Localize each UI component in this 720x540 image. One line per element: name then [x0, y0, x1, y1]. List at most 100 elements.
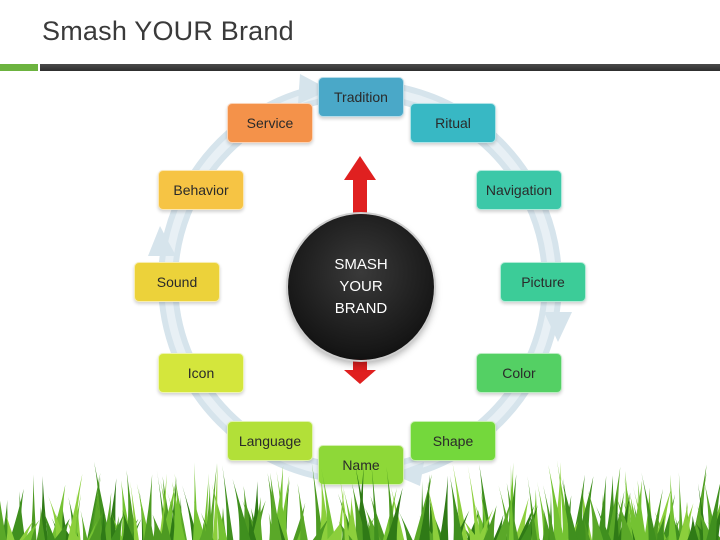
grass-blade: [16, 491, 26, 540]
grass-blade: [270, 472, 282, 540]
grass-blade: [222, 465, 234, 540]
grass-blade: [630, 479, 643, 540]
node-language: Language: [227, 421, 313, 461]
ring-arrowhead-top: [298, 74, 330, 104]
title-rule-accent: [0, 64, 38, 71]
node-shape: Shape: [410, 421, 496, 461]
grass-blade: [19, 520, 34, 540]
grass-blade: [48, 496, 66, 540]
node-service: Service: [227, 103, 313, 143]
grass-blade: [30, 474, 37, 540]
grass-blade: [339, 471, 350, 540]
grass-blade: [76, 492, 81, 540]
ring-arrowhead-right: [544, 312, 572, 342]
ring-arrowhead-left: [148, 226, 176, 256]
grass-blade: [42, 508, 56, 540]
center-label: SMASH YOUR BRAND: [334, 256, 388, 317]
grass-blade: [50, 484, 66, 540]
grass-decoration: [0, 460, 720, 540]
node-behavior: Behavior: [158, 170, 244, 210]
grass-blade: [620, 495, 626, 540]
grass-blade: [297, 483, 308, 540]
grass-blade: [498, 485, 513, 540]
arrowhead-up: [344, 156, 376, 180]
grass-blade: [207, 463, 217, 540]
node-sound: Sound: [134, 262, 220, 302]
grass-blade: [355, 465, 364, 540]
grass-blade: [480, 488, 491, 540]
grass-blade: [467, 465, 481, 540]
grass-blade: [394, 520, 403, 540]
slide-title: Smash YOUR Brand: [42, 16, 294, 46]
grass-blade: [371, 461, 380, 540]
grass-blade: [204, 483, 213, 540]
grass-blade: [152, 514, 165, 540]
grass-blade: [354, 460, 371, 540]
grass-blade: [175, 483, 187, 540]
node-picture: Picture: [500, 262, 586, 302]
grass-blade: [588, 490, 604, 540]
grass-blade: [89, 510, 103, 540]
grass-blade: [514, 497, 529, 540]
arrow-shaft-top: [353, 178, 367, 218]
grass-blade: [518, 505, 535, 540]
grass-blade: [321, 468, 336, 540]
grass-blade: [5, 513, 15, 540]
double-arrow: [344, 156, 376, 384]
grass-blade: [613, 490, 625, 540]
grass-blade: [543, 485, 556, 540]
grass-blade: [268, 512, 276, 540]
grass-blade: [247, 509, 257, 540]
grass-blade: [66, 521, 81, 540]
grass-blade: [365, 508, 381, 540]
grass-blade: [337, 488, 344, 540]
grass-blade: [641, 472, 657, 540]
grass-blade: [0, 500, 7, 540]
grass-blade: [351, 482, 367, 540]
grass-blade: [103, 492, 112, 540]
grass-blade: [709, 511, 720, 540]
ring-arrowhead-bottom: [392, 462, 424, 486]
grass-blade: [272, 465, 284, 540]
grass-blade: [426, 481, 440, 540]
grass-blade: [576, 476, 594, 540]
grass-blade: [160, 507, 172, 540]
grass-blade: [122, 510, 135, 540]
grass-blade: [520, 515, 534, 540]
grass-blade: [386, 487, 403, 540]
grass-blade: [687, 515, 699, 540]
grass-blade: [293, 502, 306, 540]
grass-blade: [661, 494, 676, 540]
grass-blade: [251, 496, 263, 540]
grass-blade: [398, 510, 413, 540]
grass-blade: [654, 514, 665, 540]
grass-blade: [54, 518, 70, 540]
node-icon: Icon: [158, 353, 244, 393]
grass-blade: [692, 472, 707, 540]
grass-blade: [147, 506, 154, 540]
arrow-shaft-bottom: [353, 356, 367, 372]
grass-blade: [1, 499, 9, 540]
grass-blade: [582, 515, 591, 540]
grass-blade: [120, 480, 132, 540]
grass-blade: [461, 517, 479, 540]
grass-blade: [126, 469, 137, 540]
grass-blade: [615, 495, 634, 540]
grass-blade: [595, 504, 612, 540]
grass-blade: [130, 481, 139, 540]
grass-blade: [326, 520, 342, 540]
grass-blade: [87, 472, 101, 540]
grass-blade: [67, 473, 83, 540]
grass-blade: [678, 472, 684, 540]
node-tradition: Tradition: [318, 77, 404, 117]
grass-blade: [23, 519, 40, 540]
grass-blade: [110, 513, 124, 540]
grass-blade: [508, 464, 514, 540]
center-circle: SMASH YOUR BRAND: [288, 214, 434, 360]
grass-blade: [212, 463, 218, 540]
grass-blade: [193, 462, 199, 540]
grass-blade: [346, 496, 358, 540]
grass-blade: [419, 474, 430, 540]
grass-blade: [311, 462, 324, 540]
grass-blade: [100, 506, 107, 540]
